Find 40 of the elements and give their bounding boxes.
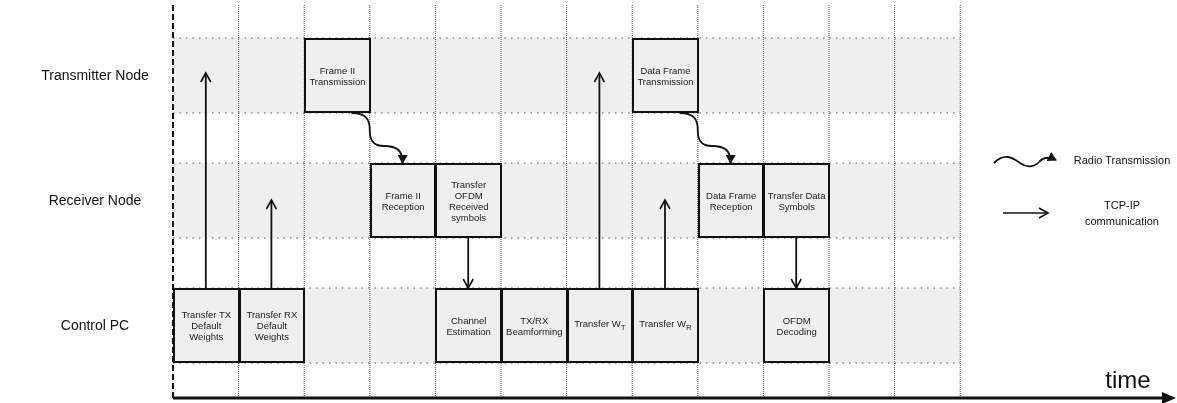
process-box [435, 163, 502, 238]
arrow [200, 72, 212, 289]
box-text: Frame II Transmission [308, 64, 367, 87]
box-text: Frame II Reception [380, 189, 426, 212]
box-text: Transfer Data Symbols [767, 189, 826, 212]
arrow [659, 199, 671, 289]
process-box [238, 288, 306, 363]
wavy-arrow [350, 112, 408, 164]
arrow [593, 72, 606, 289]
wavy-arrow [678, 112, 736, 164]
box-text: Transfer W$_{T}$ [574, 318, 626, 333]
legend-label: TCP-IP communication [1084, 198, 1160, 229]
box-text: Transfer TX Default Weights [180, 309, 233, 342]
box-text: Data Frame Reception [705, 189, 758, 212]
arrow [265, 199, 278, 289]
lane-label: Receiver Node [48, 192, 142, 208]
lane-label: Transmitter Node [41, 67, 149, 83]
box-text: OFDM Decoding [775, 314, 818, 337]
process-box [501, 288, 568, 363]
process-box [566, 288, 634, 363]
process-box [632, 288, 699, 363]
process-box [632, 38, 699, 113]
box-text: Transfer RX Default Weights [245, 309, 299, 342]
axis-label: time [1105, 366, 1151, 394]
process-box [173, 288, 240, 363]
process-box [763, 288, 830, 363]
arrow [790, 237, 802, 289]
box-text: Channel Estimation [445, 314, 492, 337]
process-box [697, 163, 765, 238]
process-box [435, 288, 502, 363]
process-box [304, 38, 371, 113]
box-text: TX/RX Beamforming [505, 314, 564, 337]
box-text: Data Frame Transmission [636, 64, 695, 87]
process-box [763, 163, 830, 238]
lane-label: Control PC [60, 317, 130, 333]
legend-label: Radio Transmission [1072, 153, 1172, 168]
box-text: Transfer OFDM Received symbols [447, 178, 490, 223]
arrow [462, 237, 474, 289]
box-text: Transfer W$_{R}$ [639, 318, 692, 333]
process-box [369, 163, 437, 238]
